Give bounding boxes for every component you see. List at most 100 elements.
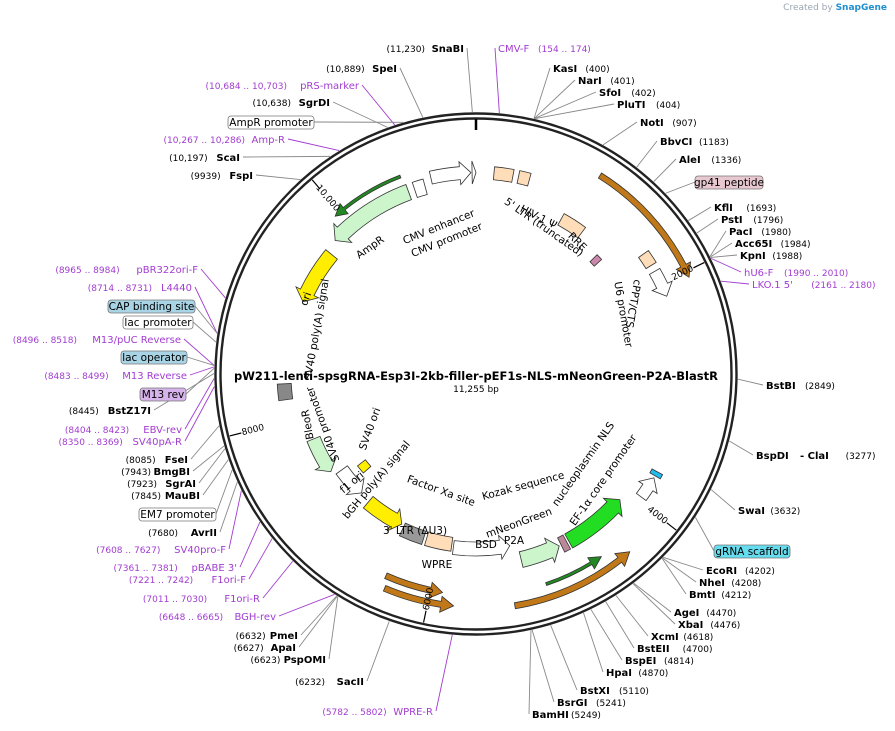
primer-name: pRS-marker	[300, 81, 360, 92]
enzyme-name: FspI	[229, 171, 253, 182]
box-cap-binding-site[interactable]: CAP binding site	[107, 299, 196, 314]
leader-line	[248, 538, 273, 580]
primer-pbr322ori-f[interactable]: pBR322ori-F(8965 .. 8984)	[55, 265, 198, 276]
leader-line	[287, 138, 340, 152]
box-lac-operator[interactable]: lac operator	[120, 350, 188, 365]
primer-pbabe-3[interactable]: pBABE 3'(7361 .. 7381)	[114, 563, 237, 574]
enzyme-bstz17i[interactable]: BstZ17I(8445)	[69, 406, 151, 417]
primer-sv40pa-r[interactable]: SV40pA-R(8350 .. 8369)	[59, 437, 183, 448]
leader-line	[737, 378, 764, 386]
enzyme-name: SgrAI	[165, 479, 196, 490]
tick-label: 6000	[422, 587, 437, 612]
enzyme-alei[interactable]: AleI(1336)	[679, 155, 741, 166]
enzyme-kfli[interactable]: KflI(1693)	[714, 203, 776, 214]
enzyme-bstbi[interactable]: BstBI(2849)	[766, 381, 835, 392]
primer-amp-r[interactable]: Amp-R(10,267 .. 10,286)	[164, 135, 285, 146]
enzyme-pspomi[interactable]: PspOMI(6623)	[250, 655, 326, 666]
leader-line	[361, 84, 396, 126]
enzyme-name: PspOMI	[284, 655, 326, 666]
feature-label-sv40-ori: SV40 ori	[357, 406, 383, 452]
leader-line	[198, 448, 226, 484]
box-gp41-peptide[interactable]: gp41 peptide	[694, 175, 764, 190]
enzyme-paci[interactable]: PacI(1980)	[729, 227, 791, 238]
enzyme-fspi[interactable]: FspI(9939)	[191, 171, 253, 182]
enzyme-sgrdi[interactable]: SgrDI(10,638)	[252, 98, 330, 109]
ori-arrow	[295, 249, 338, 303]
enzyme-agei[interactable]: AgeI(4470)	[674, 608, 736, 619]
enzyme-pmei[interactable]: PmeI(6632)	[236, 631, 298, 642]
enzyme-swai[interactable]: SwaI(3632)	[738, 506, 800, 517]
box-grna-scaffold[interactable]: gRNA scaffold	[713, 544, 791, 559]
orange-arrow-2	[513, 551, 631, 610]
box-em7-promoter[interactable]: EM7 promoter	[138, 507, 217, 522]
box-ampr-promoter[interactable]: AmpR promoter	[227, 115, 315, 130]
leader-line	[550, 624, 578, 691]
primer-sv40pro-f[interactable]: SV40pro-F(7608 .. 7627)	[96, 545, 226, 556]
leader-line	[190, 425, 220, 460]
enzyme-kasi[interactable]: KasI(400)	[553, 64, 610, 75]
enzyme-clai[interactable]: - ClaI(3277)	[800, 451, 876, 462]
enzyme-position: (400)	[585, 65, 609, 75]
primer-wpre-r[interactable]: WPRE-R(5782 .. 5802)	[322, 707, 433, 718]
enzyme-xbai[interactable]: XbaI(4476)	[678, 620, 740, 631]
primer-l4440[interactable]: L4440(8714 .. 8731)	[88, 283, 192, 294]
primer-bgh-rev[interactable]: BGH-rev(6648 .. 6665)	[159, 612, 276, 623]
leader-line	[186, 356, 215, 366]
enzyme-ecori[interactable]: EcoRI(4202)	[706, 566, 775, 577]
primer-lko-1-5[interactable]: LKO.1 5'(2161 .. 2180)	[752, 280, 875, 291]
enzyme-name: NarI	[578, 76, 602, 87]
enzyme-scai[interactable]: ScaI(10,197)	[169, 153, 240, 164]
enzyme-bmti[interactable]: BmtI(4212)	[689, 590, 751, 601]
enzyme-bspdi[interactable]: BspDI	[756, 451, 789, 462]
enzyme-acc65i[interactable]: Acc65I(1984)	[735, 239, 811, 250]
enzyme-sgrai[interactable]: SgrAI(7923)	[127, 479, 196, 490]
enzyme-sfoi[interactable]: SfoI(402)	[599, 88, 656, 99]
enzyme-avrii[interactable]: AvrII(7680)	[148, 528, 217, 539]
enzyme-fsei[interactable]: FseI(8085)	[126, 455, 188, 466]
box-label: lac operator	[122, 352, 186, 364]
leader-line	[192, 445, 225, 472]
enzyme-position: (3277)	[846, 452, 876, 462]
enzyme-bbvci[interactable]: BbvCI(1183)	[660, 137, 729, 148]
primer-hu6-f[interactable]: hU6-F(1990 .. 2010)	[744, 268, 848, 279]
primer-f1ori-f[interactable]: F1ori-F(7221 .. 7242)	[129, 575, 246, 586]
enzyme-nhei[interactable]: NheI(4208)	[699, 578, 761, 589]
primer-prs-marker[interactable]: pRS-marker(10,684 .. 10,703)	[206, 81, 360, 92]
primer-m13-reverse[interactable]: M13 Reverse(8483 .. 8499)	[44, 371, 187, 382]
box-m13-rev[interactable]: M13 rev	[139, 387, 187, 402]
enzyme-noti[interactable]: NotI(907)	[640, 118, 697, 129]
primer-name: BGH-rev	[234, 612, 276, 623]
enzyme-bmgbi[interactable]: BmgBI(7943)	[121, 467, 190, 478]
enzyme-spei[interactable]: SpeI(10,889)	[326, 64, 397, 75]
cmv-promoter-arrow	[471, 160, 477, 185]
primer-cmv-f[interactable]: CMV-F(154 .. 174)	[498, 44, 591, 55]
enzyme-bsrgi[interactable]: BsrGI(5241)	[557, 698, 626, 709]
enzyme-sacii[interactable]: SacII(6232)	[295, 677, 364, 688]
primer-name: pBR322ori-F	[136, 265, 198, 276]
enzyme-hpai[interactable]: HpaI(4870)	[606, 668, 668, 679]
enzyme-bsteii[interactable]: BstEII(4700)	[637, 644, 713, 655]
enzyme-apai[interactable]: ApaI(6627)	[234, 643, 296, 654]
primer-m13-puc-reverse[interactable]: M13/pUC Reverse(8496 .. 8518)	[13, 335, 181, 346]
enzyme-kpni[interactable]: KpnI(1988)	[740, 251, 802, 262]
enzyme-snabi[interactable]: SnaBI(11,230)	[386, 44, 464, 55]
enzyme-nari[interactable]: NarI(401)	[578, 76, 635, 87]
tick-mark	[693, 262, 705, 269]
leader-line	[185, 368, 215, 395]
enzyme-maubi[interactable]: MauBI(7845)	[131, 491, 200, 502]
leader-line	[632, 583, 676, 625]
enzyme-psti[interactable]: PstI(1796)	[721, 215, 783, 226]
enzyme-name: Acc65I	[735, 239, 772, 250]
primer-ebv-rev[interactable]: EBV-rev(8404 .. 8423)	[65, 425, 182, 436]
feature-label-bsd: BSD	[475, 539, 497, 551]
enzyme-position: (7680)	[148, 529, 178, 539]
enzyme-position: (10,889)	[326, 65, 365, 75]
enzyme-pluti[interactable]: PluTI(404)	[617, 100, 680, 111]
box-lac-promoter[interactable]: lac promoter	[122, 315, 194, 330]
enzyme-bstxi[interactable]: BstXI(5110)	[580, 686, 649, 697]
enzyme-bamhi[interactable]: BamHI(5249)	[532, 710, 601, 721]
primer-f1ori-r[interactable]: F1ori-R(7011 .. 7030)	[143, 594, 260, 605]
enzyme-bspei[interactable]: BspEI(4814)	[625, 656, 694, 667]
enzyme-name: HpaI	[606, 668, 632, 679]
enzyme-xcmi[interactable]: XcmI(4618)	[651, 632, 713, 643]
